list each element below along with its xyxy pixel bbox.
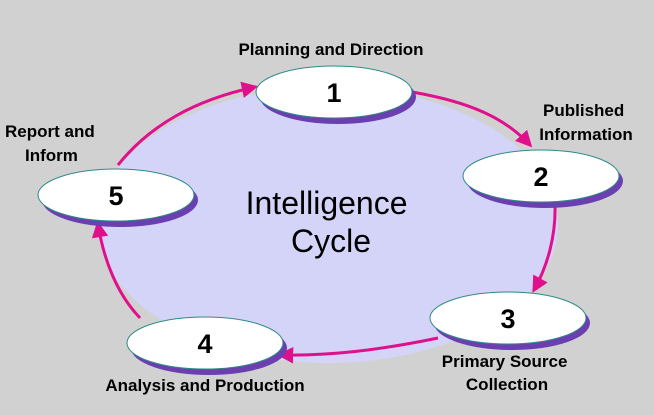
label-line: Inform (25, 146, 78, 165)
arrow-5-to-1 (116, 81, 259, 166)
label-line: Planning and Direction (238, 40, 423, 59)
arrow-2-to-3 (532, 203, 557, 293)
stage-1-label: Planning and Direction (238, 40, 423, 59)
stage-number: 5 (108, 181, 123, 211)
stage-node-2: 2 (462, 149, 623, 208)
label-line: Report and (5, 122, 95, 141)
stage-3-label: Primary Source Collection (442, 352, 572, 394)
label-line: Published (543, 101, 624, 120)
title-line: Cycle (291, 223, 371, 259)
label-line: Collection (466, 375, 548, 394)
label-line: Analysis and Production (105, 376, 304, 395)
stage-5-label: Report and Inform (5, 122, 99, 165)
cycle-arrows (91, 81, 557, 364)
label-line: Information (539, 125, 633, 144)
stage-number: 1 (326, 78, 341, 108)
stage-node-4: 4 (126, 316, 287, 375)
node-ellipse (429, 291, 587, 345)
arrow-3-to-4 (276, 336, 439, 364)
node-ellipse (37, 168, 195, 222)
node-ellipse (126, 316, 284, 370)
stage-number: 2 (533, 162, 548, 192)
node-ellipse (255, 65, 413, 119)
stage-4-label: Analysis and Production (105, 376, 304, 395)
label-line: Primary Source (442, 352, 568, 371)
node-ellipse (462, 149, 620, 203)
arrow-4-to-5 (91, 220, 142, 320)
stage-node-5: 5 (37, 168, 198, 227)
cycle-title: Intelligence Cycle (246, 185, 417, 259)
stage-2-label: Published Information (539, 101, 633, 144)
stage-number: 3 (500, 304, 515, 334)
stage-number: 4 (197, 329, 212, 359)
title-line: Intelligence (246, 185, 408, 221)
cycle-area (98, 87, 558, 363)
stage-node-1: 1 (255, 65, 416, 124)
stage-node-3: 3 (429, 291, 590, 350)
arrow-1-to-2 (411, 90, 533, 148)
